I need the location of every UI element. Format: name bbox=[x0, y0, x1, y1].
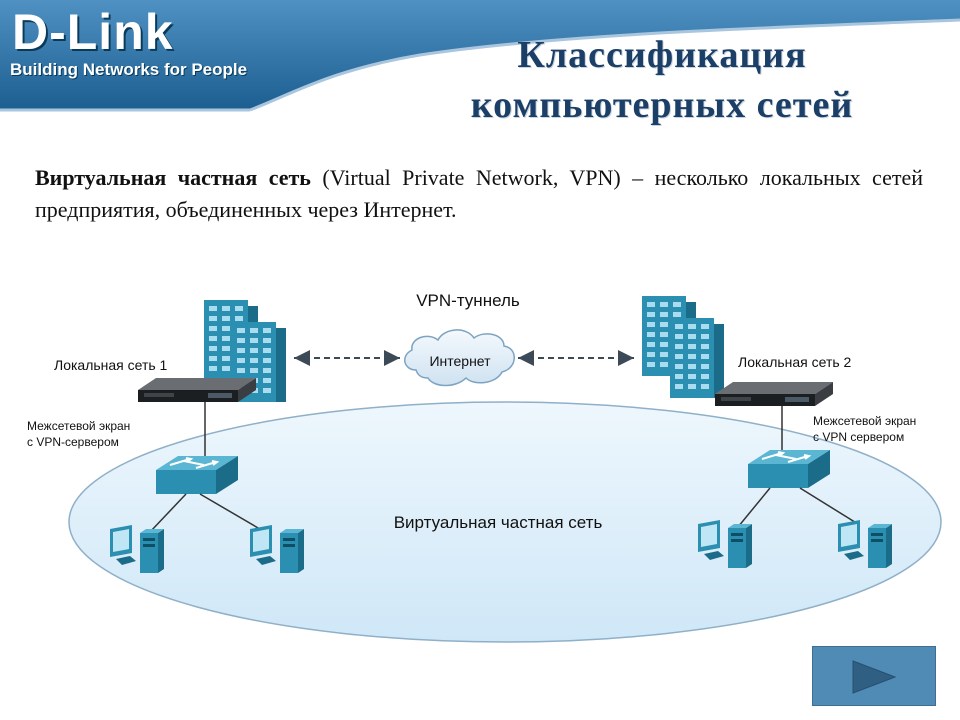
firewall2-label-line2: с VPN сервером bbox=[813, 430, 904, 444]
vpn-ellipse bbox=[68, 401, 942, 643]
vpn-label: Виртуальная частная сеть bbox=[394, 513, 603, 532]
intro-term: Виртуальная частная сеть bbox=[35, 165, 311, 190]
next-slide-button[interactable] bbox=[812, 646, 936, 706]
play-arrow-icon bbox=[852, 660, 897, 694]
tunnel-label: VPN-туннель bbox=[416, 291, 520, 310]
title-line-2: компьютерных сетей bbox=[470, 84, 854, 126]
lan1-label: Локальная сеть 1 bbox=[54, 357, 168, 373]
intro-paragraph: Виртуальная частная сеть (Virtual Privat… bbox=[35, 162, 923, 226]
intro-definition: (Virtual Private Network, VPN) – несколь… bbox=[35, 165, 923, 222]
building-right-icon bbox=[642, 296, 724, 398]
logo-tagline: Building Networks for People bbox=[10, 60, 248, 79]
firewall-left-icon bbox=[138, 378, 256, 402]
header-band bbox=[0, 0, 960, 112]
firewall-right-icon bbox=[715, 382, 833, 406]
firewall2-label-line1: Межсетевой экран bbox=[813, 414, 916, 428]
internet-label: Интернет bbox=[429, 353, 491, 369]
title-line-1: Классификация bbox=[517, 34, 807, 76]
lan2-label: Локальная сеть 2 bbox=[738, 354, 852, 370]
dlink-logo: D-Link bbox=[12, 4, 174, 60]
slide-title: Классификация компьютерных сетей bbox=[402, 30, 922, 130]
internet-cloud-icon bbox=[404, 329, 515, 387]
firewall1-label-line1: Межсетевой экран bbox=[27, 419, 130, 433]
firewall1-label-line2: с VPN-сервером bbox=[27, 435, 119, 449]
